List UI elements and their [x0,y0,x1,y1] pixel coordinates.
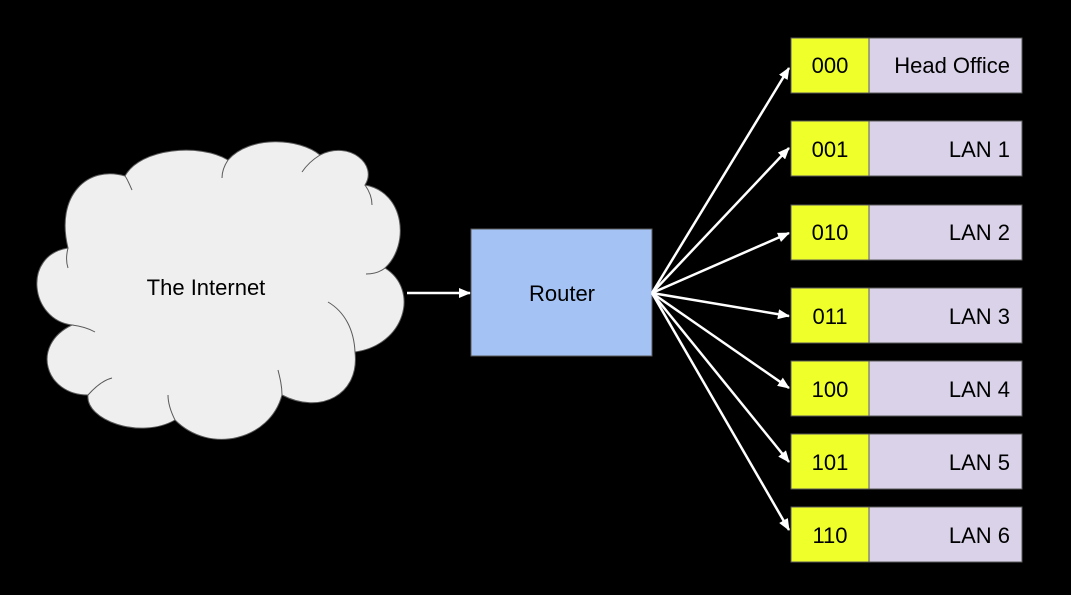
subnet-code: 000 [812,53,849,78]
subnet-name: LAN 6 [949,523,1010,548]
subnet-name-box [868,433,1023,490]
subnet-row: 001 LAN 1 [790,120,1023,177]
subnet-name: LAN 4 [949,377,1010,402]
subnet-code-box [790,433,870,490]
cloud-shape [36,141,405,440]
subnet-row: 101 LAN 5 [790,433,1023,490]
router-box [470,228,653,357]
subnet-row: 010 LAN 2 [790,204,1023,261]
subnet-name-box [868,506,1023,563]
subnet-name: Head Office [894,53,1010,78]
arrow-to-head-office [650,67,791,294]
subnet-name-box [868,120,1023,177]
subnet-name-box [868,360,1023,417]
subnet-name: LAN 2 [949,220,1010,245]
subnet-code: 101 [812,450,849,475]
subnet-code: 100 [812,377,849,402]
subnet-name: LAN 1 [949,137,1010,162]
subnet-name-box [868,37,1023,94]
subnet-code: 010 [812,220,849,245]
router-node: Router [470,228,653,357]
subnet-row: 011 LAN 3 [790,287,1023,344]
subnet-code-box [790,506,870,563]
arrow-to-lan-5 [651,292,790,463]
internet-cloud: The Internet [36,141,405,440]
subnet-name-box [868,287,1023,344]
subnet-row: 000 Head Office [790,37,1023,94]
subnet-list: 000 Head Office 001 LAN 1 010 LAN 2 011 … [790,37,1023,563]
arrow-to-lan-2 [651,231,790,295]
subnet-name: LAN 3 [949,304,1010,329]
subnet-name-box [868,204,1023,261]
subnet-name: LAN 5 [949,450,1010,475]
subnet-code-box [790,37,870,94]
subnet-row: 100 LAN 4 [790,360,1023,417]
router-label: Router [529,281,595,306]
cloud-label: The Internet [147,275,266,300]
subnet-code-box [790,287,870,344]
subnet-code: 011 [812,304,847,329]
arrow-to-lan-1 [651,147,790,294]
arrow-to-lan-6 [650,292,791,531]
arrow-to-lan-4 [651,291,790,390]
router-arrows [650,67,791,531]
subnet-code: 001 [812,137,849,162]
subnet-code-box [790,360,870,417]
subnet-row: 110 LAN 6 [790,506,1023,563]
arrow-to-lan-3 [651,291,790,320]
subnet-code: 110 [812,523,847,548]
